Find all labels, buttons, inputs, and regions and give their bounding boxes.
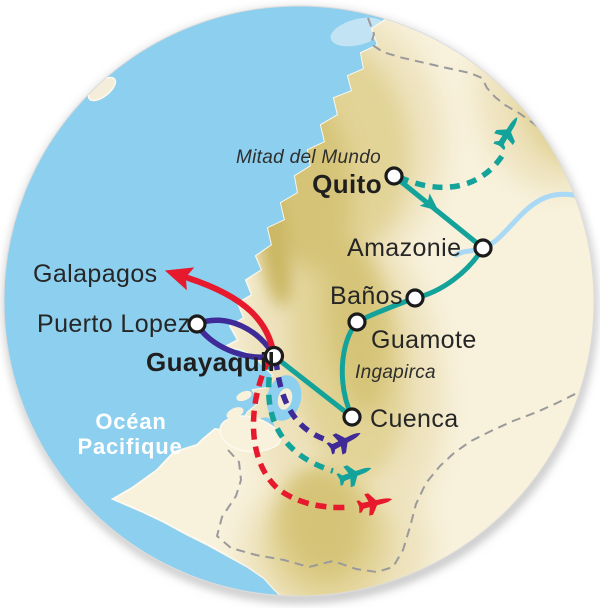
- ocean-label-line1: Océan: [95, 409, 166, 434]
- city-node-guayaquil: [263, 345, 285, 367]
- ocean-label-line2: Pacifique: [77, 434, 182, 459]
- city-label-cuenca: Cuenca: [370, 405, 459, 433]
- city-nodes: [187, 166, 493, 427]
- city-label-quito: Quito: [312, 169, 382, 199]
- map-circle-rim: [3, 5, 595, 597]
- city-node-quito: [384, 166, 404, 186]
- city-node-amazonie: [473, 238, 493, 258]
- city-label-banos: Baños: [330, 282, 403, 310]
- route-departure-red-dashed: [250, 357, 351, 511]
- islet: [236, 390, 252, 402]
- route-direction-arrow-icon: [419, 193, 439, 211]
- city-node-guamote: [347, 312, 367, 332]
- city-node-cuenca: [342, 407, 362, 427]
- route-departure-purple-dashed: [273, 359, 328, 443]
- border-south: [216, 383, 594, 573]
- city-node-puerto-lopez: [187, 314, 207, 334]
- city-label-galapagos: Galapagos: [33, 260, 158, 288]
- galapagos-arrowhead-icon: [164, 267, 195, 291]
- border-north: [367, 17, 561, 149]
- city-label-amazonie: Amazonie: [347, 234, 461, 262]
- country-borders: [216, 17, 594, 573]
- city-label-guamote: Guamote: [371, 326, 477, 354]
- route-flight-arrival-dashed: [397, 154, 505, 191]
- city-label-puerto-lopez: Puerto Lopez: [37, 310, 191, 338]
- islet: [226, 407, 244, 419]
- route-overland-teal: [271, 173, 486, 420]
- city-node-banos: [405, 288, 425, 308]
- label-ingapirca: Ingapirca: [355, 362, 436, 383]
- route-galapagos-red: [185, 275, 277, 359]
- city-label-guayaquil: Guayaquil: [146, 347, 275, 377]
- label-mitad-del-mundo: Mitad del Mundo: [236, 147, 381, 168]
- puna-island: [219, 415, 282, 453]
- amazon-river: [453, 191, 581, 258]
